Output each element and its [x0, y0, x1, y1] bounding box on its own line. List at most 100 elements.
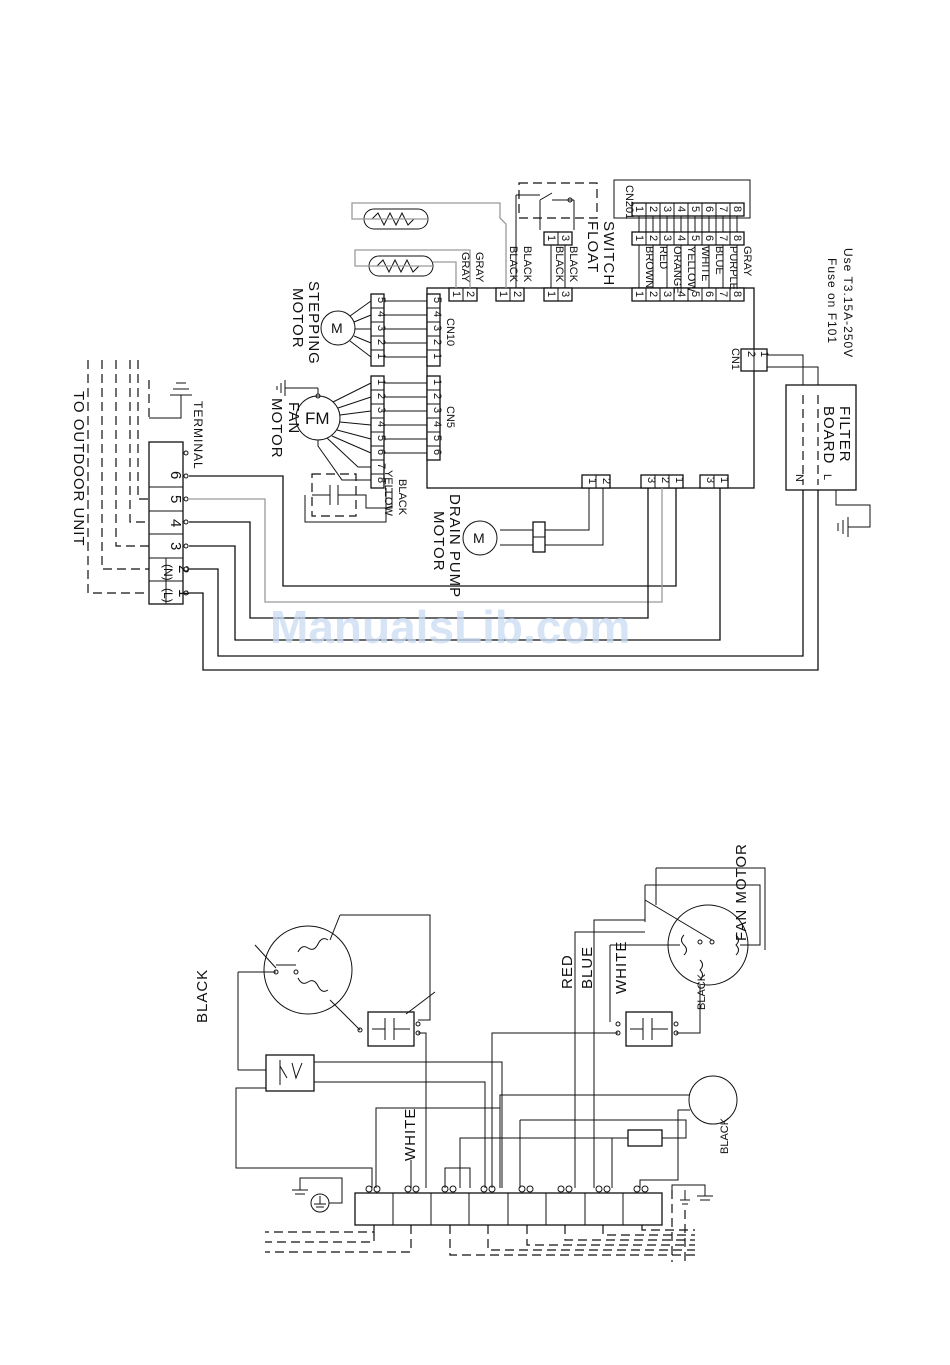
drain-pump-motor: 1 2 M DRAIN PUMP MOTOR [430, 474, 612, 598]
pin-label: 2 [511, 291, 523, 297]
fuse-note-line1: Use T3.15A-250V [841, 248, 855, 358]
pin-label: 8 [375, 477, 387, 483]
left-motor [238, 914, 431, 1031]
red-wire-label: RED [559, 954, 576, 989]
pin-label: 1 [431, 379, 443, 385]
board-header-cn201: 1 2 3 4 5 6 7 8 [631, 287, 745, 302]
stepping-motor: M STEPPING MOTOR [289, 281, 372, 365]
pin-label: 1 [633, 206, 645, 212]
pin-label: 4 [375, 311, 387, 317]
white-wire-label-mid: WHITE [402, 1108, 419, 1161]
pin-label: 6 [431, 449, 443, 455]
wire-color-yellow: YELLOW [685, 246, 697, 292]
pin-label: 4 [375, 421, 387, 427]
float-wire-black-2: BLACK [567, 246, 579, 283]
wire-color-orange: ORANGE [671, 246, 683, 294]
pin-label: 3 [661, 235, 673, 241]
pin-label: 3 [375, 325, 387, 331]
filter-board-l: L [821, 474, 833, 480]
white-wire-label-right: WHITE [613, 941, 630, 994]
cn1-label: CN1 [729, 348, 741, 370]
drain-pump-symbol: M [473, 530, 485, 546]
cn1-connector: 2 1 CN1 [729, 348, 819, 385]
float-switch-label-1: FLOAT [584, 221, 601, 273]
filter-board-label-1: FILTER [836, 406, 853, 463]
pin-label: 8 [731, 206, 743, 212]
pin-label: 3 [661, 291, 673, 297]
cn5-label: CN5 [444, 406, 456, 428]
left-capacitor [357, 991, 436, 1188]
pin-label: 3 [559, 291, 571, 297]
stepping-motor-label-1: STEPPING [305, 281, 322, 365]
ground-symbol-terminal [148, 380, 192, 419]
board-header-black: 1 2 [495, 287, 525, 302]
drain-pump-label-2: MOTOR [430, 511, 447, 572]
pin-label: 1 [586, 478, 598, 484]
outdoor-dashed-lines: TO OUTDOOR UNIT [70, 360, 149, 594]
board-header-mains: 3 1 [699, 474, 730, 489]
pin-label: 7 [717, 206, 729, 212]
drain-pump-label-1: DRAIN PUMP [446, 494, 463, 598]
pin-label: 2 [464, 291, 476, 297]
pin-label: 1 [431, 353, 443, 359]
lower-pump-motor: BLACK [499, 1075, 738, 1188]
pin-label: 5 [431, 435, 443, 441]
lower-dashed-lines [265, 1190, 695, 1262]
sensor-wire-gray-1: GRAY [459, 252, 471, 283]
pin-label: 2 [375, 393, 387, 399]
right-capacitor [491, 985, 701, 1188]
cn201-label: CN201 [623, 185, 635, 219]
terminal-row-4: 4 [167, 519, 184, 528]
pin-label: 6 [703, 291, 715, 297]
pin-label: 2 [647, 235, 659, 241]
pin-label: 1 [545, 291, 557, 297]
filter-board-n: N [793, 474, 805, 482]
pin-label: 3 [704, 477, 716, 483]
pin-label: 2 [600, 478, 612, 484]
pin-label: 5 [689, 206, 701, 212]
lower-diagram: BLACK FAN MOTOR BLACK [194, 843, 766, 1262]
filter-board-label-2: BOARD [820, 406, 837, 464]
pin-label: 5 [431, 297, 443, 303]
pin-label: 7 [375, 463, 387, 469]
main-control-board [426, 287, 755, 489]
terminal-block: 6 5 4 3 2 1 (N) (L) TERMINAL [148, 401, 205, 605]
pin-label: 5 [689, 235, 701, 241]
pin-label: 1 [545, 235, 557, 241]
wire-color-gray: GRAY [741, 246, 753, 277]
white-wire-mid: WHITE [375, 1107, 500, 1188]
pin-label: 7 [717, 291, 729, 297]
terminal-row-2: 2 [175, 565, 192, 574]
pin-label: 6 [375, 449, 387, 455]
fan-motor: FM FAN MOTOR BLACK YEL [268, 380, 408, 523]
pin-label: 3 [645, 477, 657, 483]
terminal-row-6: 6 [167, 471, 184, 480]
stepping-motor-label-2: MOTOR [289, 288, 306, 349]
cn5-connector: 1 2 3 4 5 6 1 2 3 4 5 6 7 8 CN5 [370, 375, 456, 489]
fan-black-label: BLACK [696, 973, 708, 1010]
pin-label: 1 [633, 235, 645, 241]
pin-label: 3 [375, 407, 387, 413]
pin-label: 4 [675, 235, 687, 241]
pin-label: 1 [718, 477, 730, 483]
watermark: ManualsLib.com [270, 601, 630, 653]
stepping-motor-symbol: M [331, 320, 343, 336]
fan-wire-black: BLACK [396, 479, 408, 516]
pin-label: 1 [633, 291, 645, 297]
cn201-connector: CN201 1 2 3 4 5 6 7 8 1 2 3 4 5 6 7 8 [613, 179, 751, 288]
pin-label: 1 [758, 351, 770, 357]
fan-wire-yellow: YELLOW [382, 470, 394, 516]
pin-label: 2 [647, 291, 659, 297]
pin-label: 4 [675, 291, 687, 297]
pin-label: 2 [659, 477, 671, 483]
pin-label: 3 [431, 325, 443, 331]
sensor-wire-black-1: BLACK [507, 246, 519, 283]
float-switch: 1 3 BLACK BLACK FLOAT SWITCH [518, 182, 617, 288]
pin-label: 1 [375, 353, 387, 359]
sensor-1: BLACK BLACK [351, 194, 540, 288]
fan-motor-symbol: FM [305, 409, 330, 428]
to-outdoor-unit-label: TO OUTDOOR UNIT [70, 391, 87, 547]
lower-fuse [459, 1119, 687, 1188]
pin-label: 8 [731, 291, 743, 297]
